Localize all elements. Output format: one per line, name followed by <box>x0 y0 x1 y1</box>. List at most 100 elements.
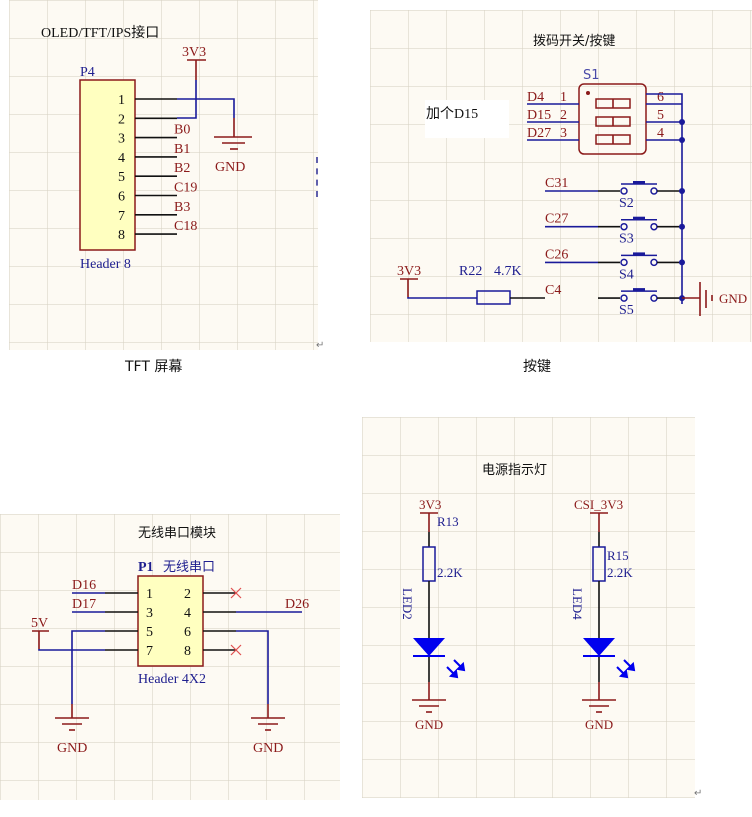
switch-contact <box>650 294 658 302</box>
tft-net-label: C19 <box>174 181 197 196</box>
junction-dot <box>679 188 685 194</box>
switch-net-label: C27 <box>545 212 568 227</box>
wireless-left-pin-number: 7 <box>146 644 153 659</box>
switch-contact <box>620 258 628 267</box>
dip-net-label: D15 <box>527 108 551 123</box>
power-led-schematic-panel: 电源指示灯 3V3 R13 2.2K LED2 GND CSI_3V3 <box>362 417 695 798</box>
led-left-resistor-body <box>422 546 436 582</box>
led-right-resistor-body <box>592 546 606 582</box>
led-right-resistor-value: 2.2K <box>607 565 633 580</box>
junction-dot <box>679 259 685 266</box>
tft-gnd-label: GND <box>215 160 245 175</box>
led-left-resistor-value: 2.2K <box>437 565 463 580</box>
tft-net-label: B0 <box>174 123 190 138</box>
r22-designator: R22 <box>459 264 482 279</box>
annotation-text: 加个D15 <box>426 107 479 122</box>
power-led-schematic: 电源指示灯 3V3 R13 2.2K LED2 GND CSI_3V3 <box>400 463 636 732</box>
switch-contact <box>620 294 628 302</box>
wireless-left-pin-number: 1 <box>146 587 153 602</box>
dip-pin1-dot <box>586 91 590 95</box>
paragraph-mark: ↵ <box>694 788 703 799</box>
led-right-gnd-label: GND <box>585 717 613 732</box>
wireless-gnd-right-label: GND <box>253 741 283 756</box>
pushbutton-cap-icon <box>633 288 645 292</box>
tft-pin-number: 5 <box>118 170 125 185</box>
wireless-header-body <box>137 575 204 667</box>
tft-power-label: 3V3 <box>182 45 206 60</box>
led-right-light-arrows-icon <box>616 659 636 679</box>
wireless-gnd-right-wire <box>236 630 269 704</box>
switch-net-label: C31 <box>545 176 568 191</box>
switch-designator: S2 <box>619 196 634 211</box>
wireless-5v-wire <box>38 649 105 651</box>
dip-designator: S1 <box>583 68 600 83</box>
led-left-diode-icon <box>413 638 445 656</box>
switch-contact <box>650 187 658 195</box>
switch-net-label: C4 <box>545 283 561 298</box>
tft-net-label: B2 <box>174 161 190 176</box>
r22-value: 4.7K <box>494 264 522 279</box>
wireless-right-pin-number: 8 <box>184 644 191 659</box>
tft-net-label: B1 <box>174 142 190 157</box>
tft-net-label: C18 <box>174 219 197 234</box>
dip-right-pin-number: 6 <box>657 90 664 105</box>
tft-pin-number: 2 <box>118 112 125 127</box>
led-right-resistor-designator: R15 <box>607 548 629 563</box>
tft-schematic: OLED/TFT/IPS接口 3V3 P4 Header 8 123B04B15… <box>41 24 252 272</box>
switch-contact <box>650 222 658 231</box>
r22-left-wire <box>407 297 477 299</box>
wireless-comment: 无线串口 <box>163 560 215 575</box>
wireless-left-pin-number: 3 <box>146 606 153 621</box>
tft-title: OLED/TFT/IPS接口 <box>41 24 159 41</box>
led-left-resistor-designator: R13 <box>437 514 459 529</box>
switch-contact <box>650 258 658 267</box>
led-right-power-label: CSI_3V3 <box>574 497 623 512</box>
hidden-text-fragment <box>316 157 321 197</box>
dip-right-pin-number: 5 <box>657 108 664 123</box>
dip-left-pin-number: 2 <box>560 108 567 123</box>
switch-contact <box>620 222 628 231</box>
led-left-gnd-label: GND <box>415 717 443 732</box>
dip-net-label: D4 <box>527 90 544 105</box>
dip-right-pin-number: 4 <box>657 126 664 141</box>
dip-switch-body <box>578 83 647 155</box>
led-left-power-label: 3V3 <box>419 497 441 512</box>
switch-designator: S5 <box>619 303 634 318</box>
wireless-left-pin-number: 5 <box>146 625 153 640</box>
dip-left-pin-number: 1 <box>560 90 567 105</box>
tft-gnd-wire <box>177 98 235 118</box>
tft-pin-number: 4 <box>118 151 125 166</box>
tft-3v3-wire <box>177 80 197 119</box>
switch-designator: S4 <box>619 267 634 282</box>
wireless-title: 无线串口模块 <box>138 526 216 541</box>
power-led-title: 电源指示灯 <box>482 463 547 478</box>
wireless-right-pin-number: 4 <box>184 606 191 621</box>
dip-left-pin-number: 3 <box>560 126 567 141</box>
led-left-designator: LED2 <box>400 588 415 620</box>
wireless-part-name: Header 4X2 <box>138 672 206 687</box>
buttons-power-label: 3V3 <box>397 264 421 279</box>
paragraph-mark: ↵ <box>316 340 325 351</box>
switch-designator: S3 <box>619 232 634 247</box>
no-connect-icon <box>230 587 242 599</box>
r22-body <box>476 290 511 305</box>
net-label-d16: D16 <box>72 578 96 593</box>
wireless-right-pin-number: 6 <box>184 625 191 640</box>
button-bus-wire <box>646 93 683 304</box>
wireless-gnd-left-label: GND <box>57 741 87 756</box>
tft-pin-number: 7 <box>118 209 125 224</box>
led-circuit-left: 3V3 R13 2.2K LED2 GND <box>400 497 466 732</box>
annotation-box: 加个D15 <box>425 100 509 138</box>
buttons-caption: 按键 <box>523 359 551 375</box>
buttons-title: 拨码开关/按键 <box>533 34 615 49</box>
led-circuit-right: CSI_3V3 R15 2.2K LED4 GND <box>570 497 636 732</box>
